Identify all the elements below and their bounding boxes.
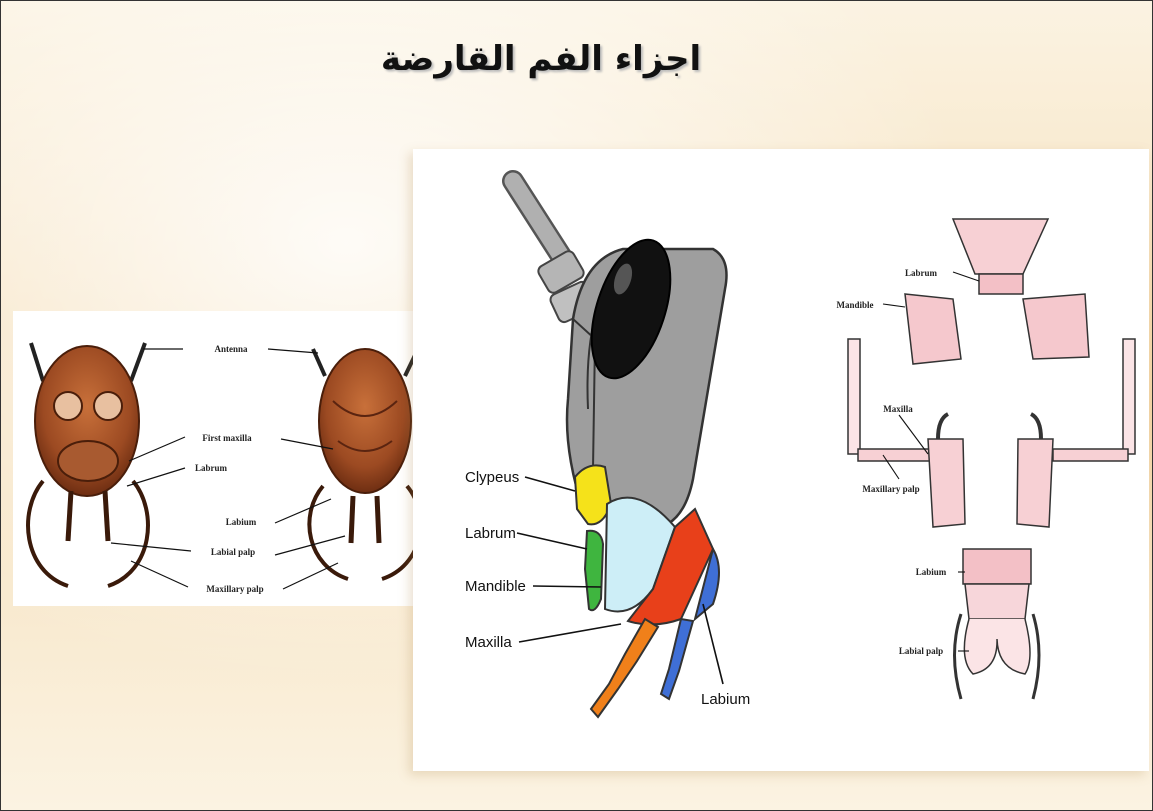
right-diagram: Clypeus Labrum Mandible Maxilla Labium [413,149,1149,771]
left-label-antenna: Antenna [214,344,248,354]
left-label-maxillary-palp: Maxillary palp [206,584,263,594]
center-label-maxilla: Maxilla [465,634,512,651]
labium-part [661,619,693,699]
disassembled-parts [848,219,1135,699]
center-label-labrum: Labrum [465,525,516,542]
right-label-labial-palp: Labial palp [899,646,943,656]
left-diagram: Antenna First maxilla Labrum Labium Labi… [13,311,413,606]
center-label-mandible: Mandible [465,578,526,595]
right-label-labium: Labium [916,567,947,577]
center-label-clypeus: Clypeus [465,469,519,486]
right-diagram-panel: Clypeus Labrum Mandible Maxilla Labium [413,149,1149,771]
left-label-labrum: Labrum [195,463,228,473]
left-label-labial-palp: Labial palp [211,547,255,557]
clypeus-part [575,465,611,524]
right-label-labrum: Labrum [905,268,938,278]
left-label-first-maxilla: First maxilla [202,433,252,443]
center-label-labium: Labium [701,691,750,708]
left-diagram-panel: Antenna First maxilla Labrum Labium Labi… [13,311,413,606]
insect-head-front [28,343,148,586]
right-label-mandible: Mandible [836,300,873,310]
right-label-maxillary-palp: Maxillary palp [862,484,919,494]
slide-title: اجزاء الفم القارضة [331,39,751,79]
labrum-part [585,531,603,610]
insect-head-back [309,349,413,579]
left-label-labium: Labium [226,517,257,527]
right-label-maxilla: Maxilla [883,404,913,414]
